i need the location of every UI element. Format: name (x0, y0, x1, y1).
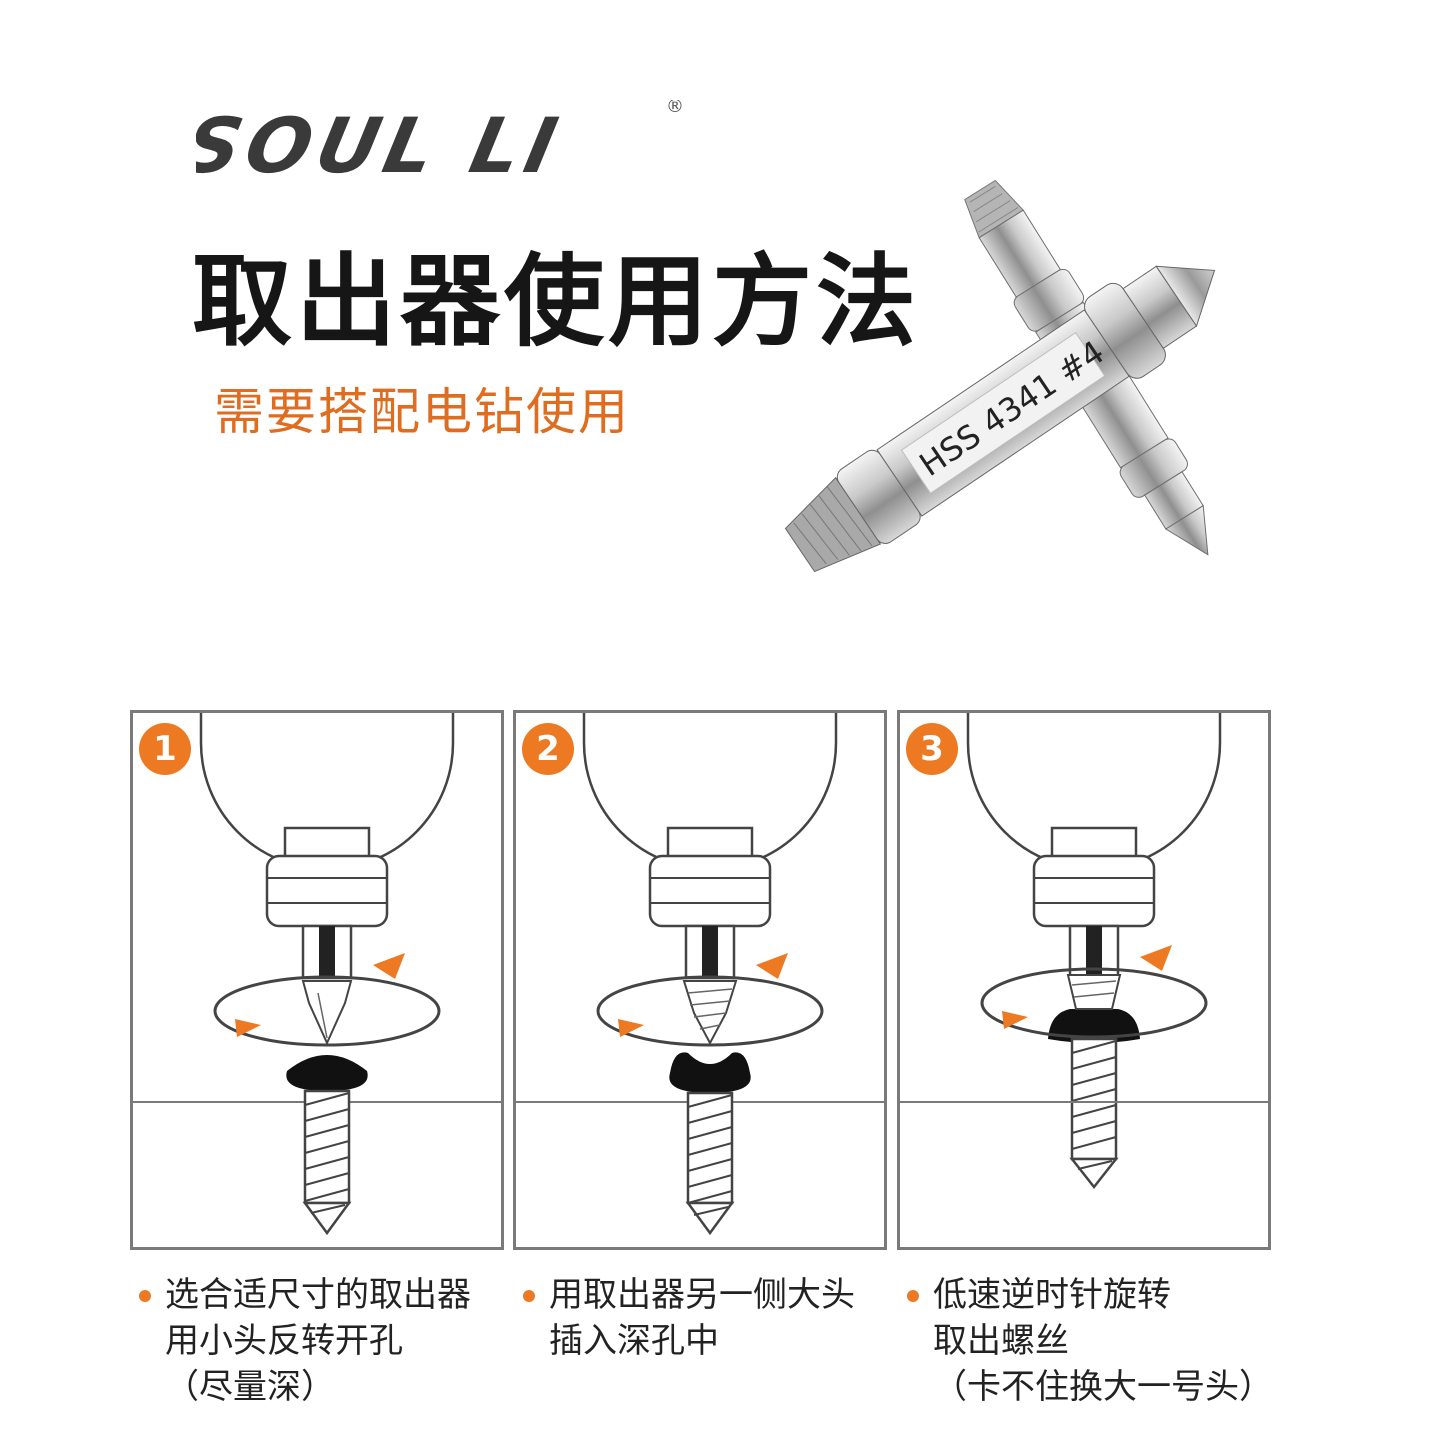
rotation-arrow-icon (596, 953, 824, 1047)
bullet-dot-icon (907, 1290, 919, 1302)
brand-logo: SOUL LI ® (196, 100, 696, 190)
drill-icon (966, 713, 1222, 980)
extractor-bit-icon (301, 980, 353, 1046)
screw-icon (669, 1052, 751, 1236)
screw-icon (286, 1055, 368, 1236)
screw-icon (1048, 974, 1140, 1190)
caption-line: 用小头反转开孔 (165, 1321, 403, 1361)
step-panel-1: 1 (130, 710, 504, 1250)
page-subtitle: 需要搭配电钻使用 (214, 383, 630, 441)
step-number-badge: 2 (522, 723, 574, 775)
step-caption-1: 选合适尺寸的取出器 用小头反转开孔 （尽量深） (139, 1272, 471, 1410)
step-number-badge: 1 (139, 723, 191, 775)
step-panel-3: 3 (897, 710, 1271, 1250)
caption-line: 选合适尺寸的取出器 (165, 1275, 471, 1315)
caption-line: 插入深孔中 (549, 1321, 719, 1361)
registered-mark: ® (666, 100, 684, 117)
product-image: HSS 4341 #4 (780, 160, 1300, 600)
bullet-dot-icon (523, 1290, 535, 1302)
bullet-dot-icon (139, 1290, 151, 1302)
caption-line: （卡不住换大一号头） (933, 1367, 1273, 1407)
brand-name: SOUL LI (196, 103, 570, 190)
caption-line: 用取出器另一侧大头 (549, 1275, 855, 1315)
extractor-bit-icon (682, 980, 738, 1046)
drill-icon (199, 713, 455, 980)
step-caption-3: 低速逆时针旋转 取出螺丝 （卡不住换大一号头） (907, 1272, 1273, 1410)
rotation-arrow-icon (213, 953, 441, 1047)
step-caption-2: 用取出器另一侧大头 插入深孔中 (523, 1272, 855, 1364)
caption-line: （尽量深） (165, 1367, 335, 1407)
page-title: 取出器使用方法 (192, 243, 920, 360)
step-panel-2: 2 (513, 710, 887, 1250)
rotation-arrow-icon (980, 945, 1208, 1039)
step-number-badge: 3 (906, 723, 958, 775)
drill-icon (582, 713, 838, 980)
caption-line: 低速逆时针旋转 (933, 1275, 1171, 1315)
caption-line: 取出螺丝 (933, 1321, 1069, 1361)
